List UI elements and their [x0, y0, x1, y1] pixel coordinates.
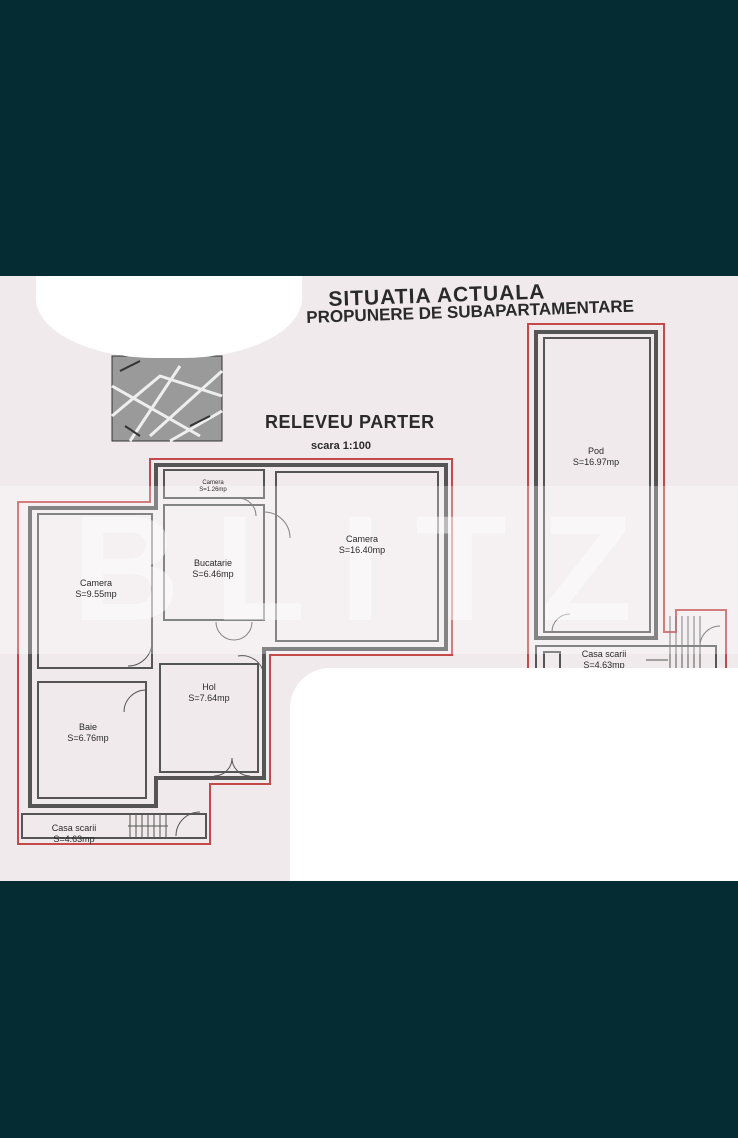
watermark-band: [0, 486, 738, 654]
room-camera-small: Camera S=1.26mp: [199, 480, 227, 494]
room-name: Camera: [202, 480, 224, 486]
room-bucatarie: Bucatarie S=6.46mp: [192, 558, 233, 580]
floor-plan-sheet: BLITZ SITUATIA ACTUALA PROPUNERE DE SUBA…: [0, 276, 738, 881]
room-area: S=6.76mp: [67, 733, 109, 743]
ground-floor-plan: [17, 458, 453, 845]
room-area: S=4.63mp: [583, 660, 625, 670]
redaction-patch: [290, 668, 738, 881]
room-name: Bucatarie: [193, 558, 233, 568]
room-area: S=1.26mp: [199, 487, 227, 493]
room-name: Baie: [78, 722, 97, 732]
room-baie: Baie S=6.76mp: [67, 722, 108, 744]
room-camera-large: Camera S=16.40mp: [339, 534, 385, 556]
room-name: Pod: [587, 446, 605, 456]
room-area: S=16.40mp: [338, 545, 386, 555]
room-camera-left: Camera S=9.55mp: [75, 578, 116, 600]
plan-scale: scara 1:100: [311, 440, 371, 452]
room-area: S=16.97mp: [572, 457, 620, 467]
room-hol: Hol S=7.64mp: [188, 682, 229, 704]
floor-plan-drawing: [17, 323, 727, 845]
redaction-patch: [36, 276, 302, 358]
room-area: S=6.46mp: [192, 569, 234, 579]
location-map-thumbnail: [111, 355, 224, 443]
room-name: Casa scarii: [581, 649, 627, 659]
room-area: S=4.63mp: [53, 834, 95, 844]
room-name: Casa scarii: [51, 823, 97, 833]
plan-title: RELEVEU PARTER: [265, 412, 435, 432]
room-name: Hol: [202, 682, 216, 692]
room-name: Camera: [345, 534, 379, 544]
room-area: S=7.64mp: [188, 693, 230, 703]
room-area: S=9.55mp: [75, 589, 117, 599]
room-casa-scarii-left: Casa scarii S=4.63mp: [52, 823, 97, 845]
room-pod: Pod S=16.97mp: [573, 446, 619, 468]
watermark-text: BLITZ: [71, 484, 667, 652]
room-name: Camera: [79, 578, 112, 588]
room-casa-scarii-right: Casa scarii S=4.63mp: [582, 649, 627, 671]
